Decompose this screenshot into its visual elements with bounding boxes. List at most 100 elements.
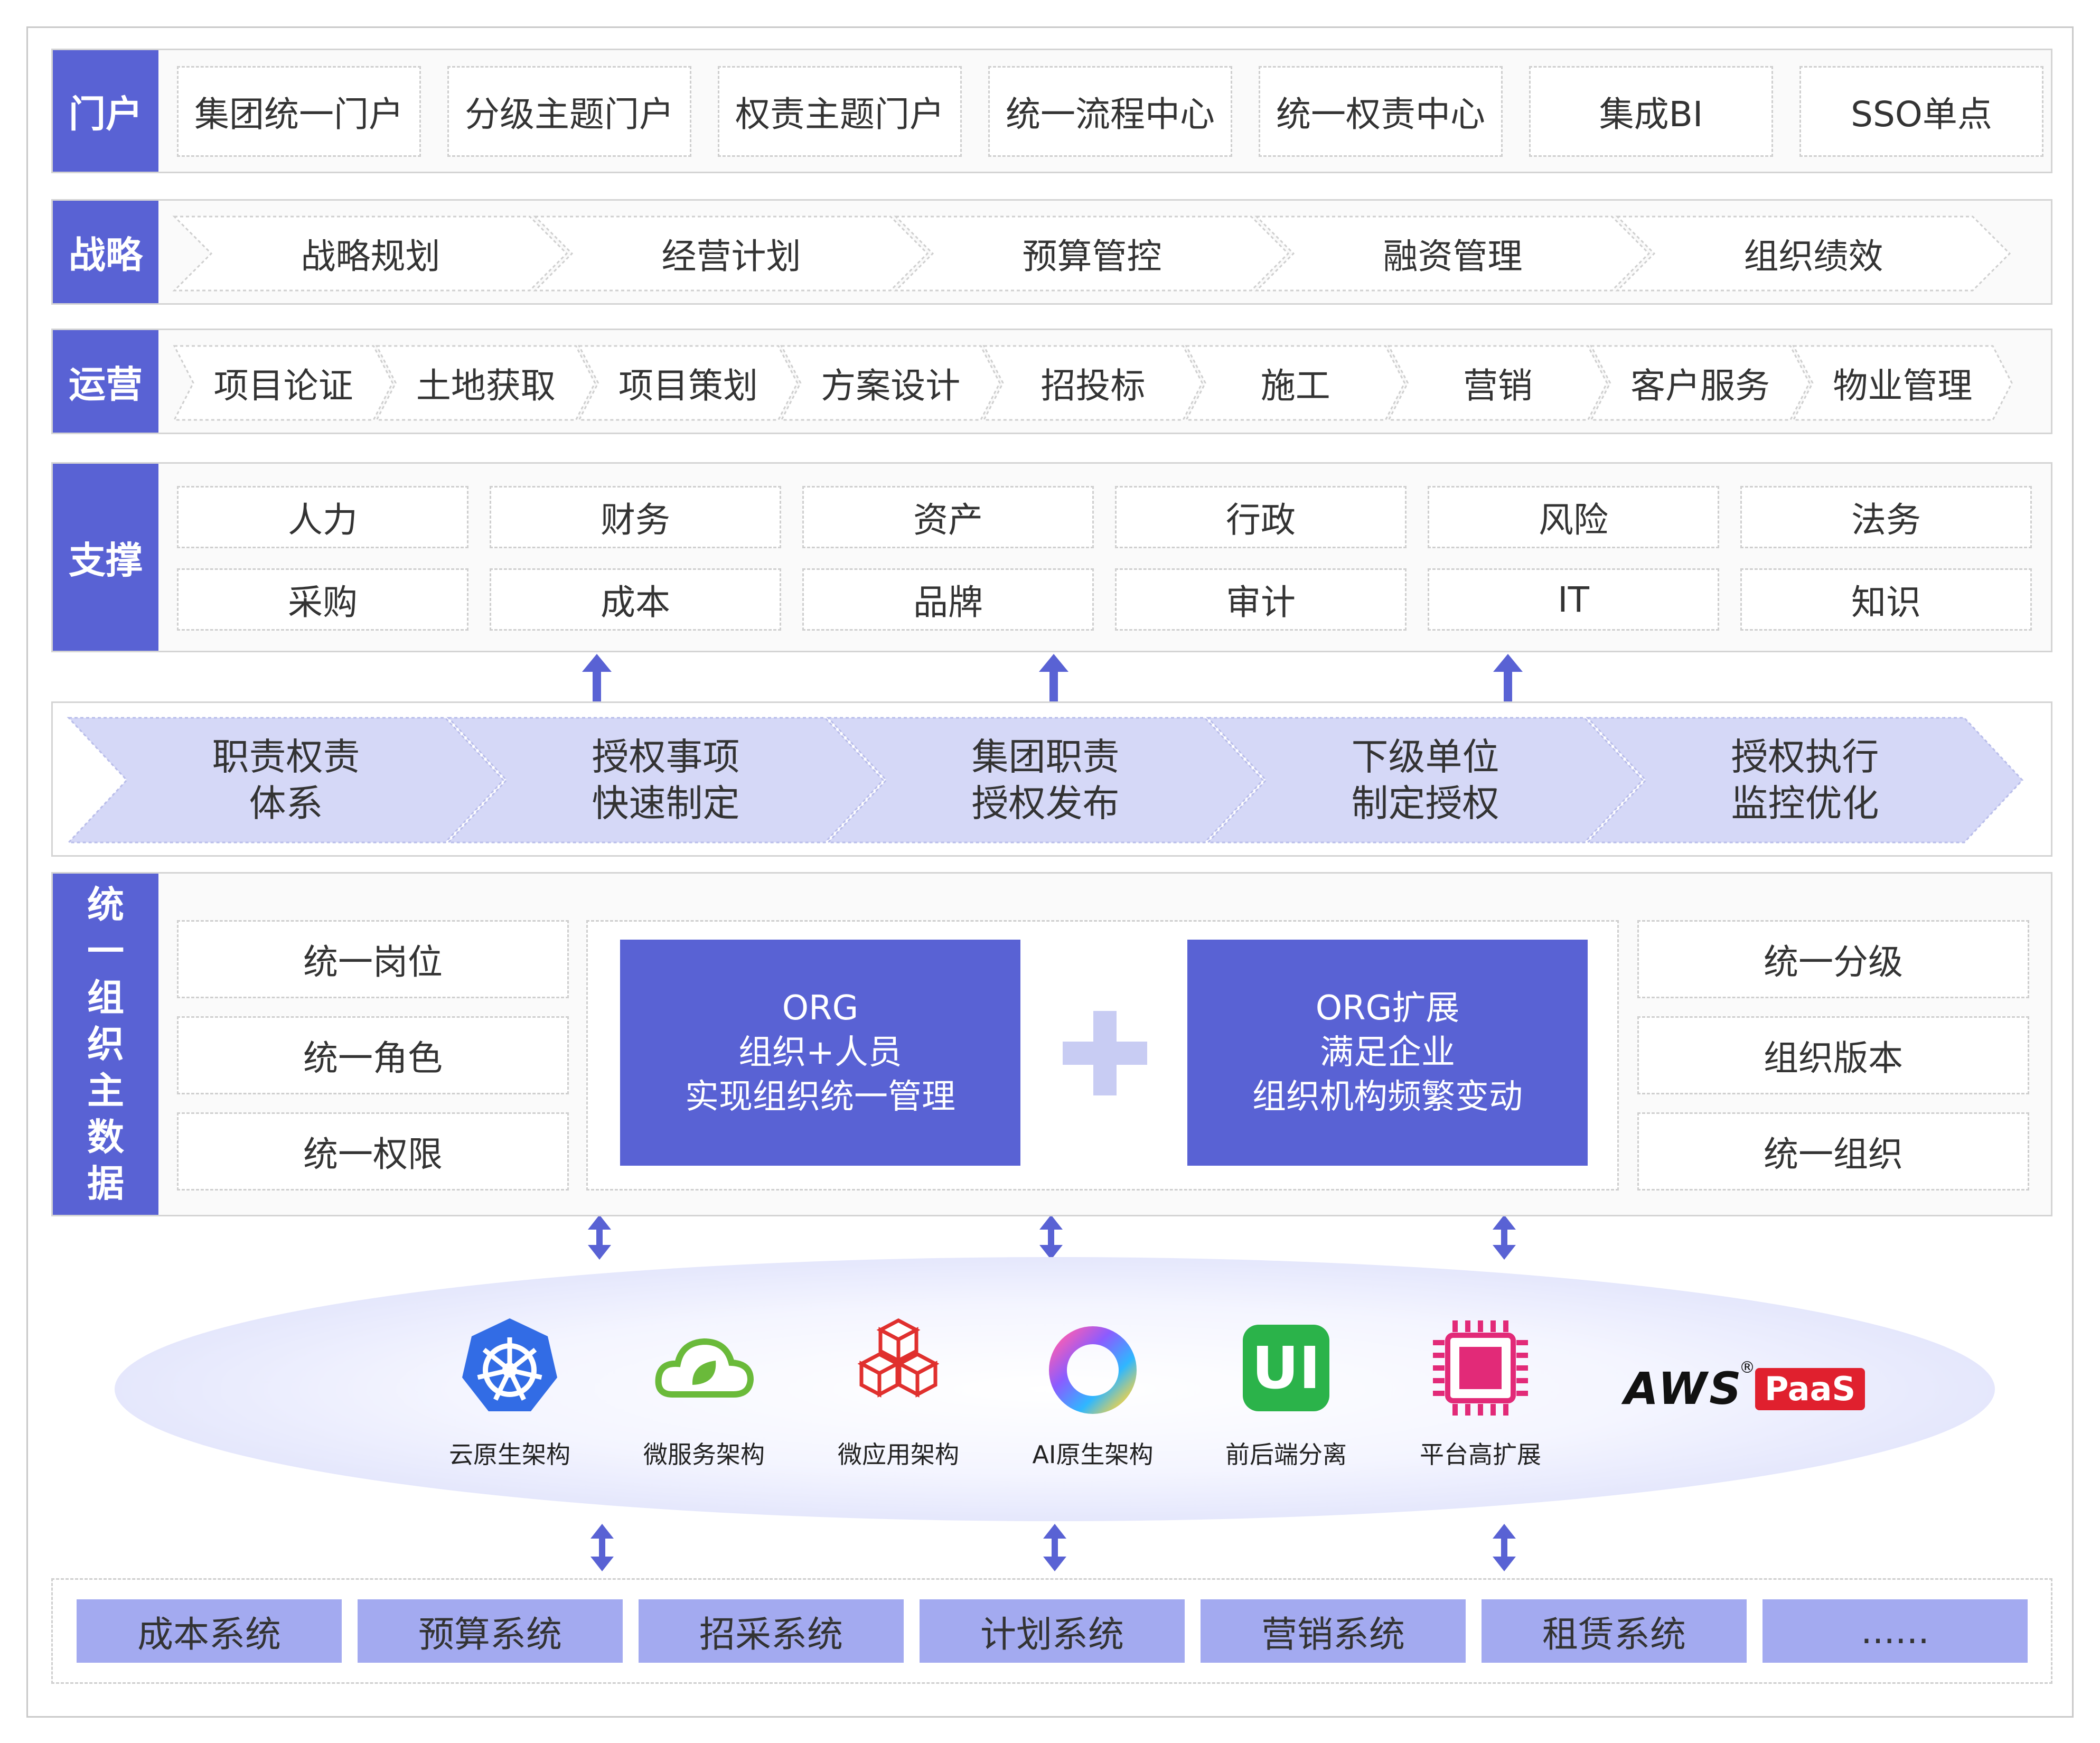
- org-box-line2: 组织+人员: [738, 1033, 902, 1072]
- strategy-item-chevron: [1254, 215, 1651, 292]
- bidirectional-arrow: [1039, 1215, 1063, 1260]
- system-item: 预算系统: [358, 1599, 623, 1663]
- flow-chevron: [1586, 717, 2024, 844]
- support-item: IT: [1428, 568, 1719, 631]
- flow-chevron: [826, 717, 1264, 844]
- operation-item-chevron: [375, 345, 596, 421]
- flow-step-line1: 集团职责: [971, 735, 1120, 779]
- strategy-item-chevron: [894, 215, 1290, 292]
- operation-item-chevron: [173, 345, 393, 421]
- mdm-label-char: 据: [87, 1162, 124, 1205]
- bidirectional-arrow: [1493, 1215, 1516, 1260]
- mdm-right-item: 统一组织: [1637, 1112, 2029, 1191]
- support-item: 行政: [1115, 486, 1407, 548]
- strategy-item-chevron: [533, 215, 929, 292]
- mdm-left-item: 统一权限: [177, 1112, 569, 1191]
- chip-icon: [1433, 1320, 1528, 1416]
- org-ext-box-line2: 满足企业: [1320, 1033, 1455, 1072]
- flow-step: 职责权责体系: [127, 718, 445, 842]
- org-ext-box: ORG扩展满足企业组织机构频繁变动: [1187, 940, 1588, 1166]
- tech-item: 微服务架构: [617, 1315, 791, 1470]
- operation-label: 运营: [53, 330, 158, 433]
- tech-item: 云原生架构: [423, 1315, 597, 1470]
- mdm-right-item: 统一分级: [1637, 920, 2029, 998]
- operation-item: 方案设计: [821, 366, 961, 406]
- flow-step-line2: 体系: [249, 782, 323, 825]
- strategy-item: 融资管理: [1383, 236, 1523, 277]
- support-item: 成本: [490, 568, 781, 631]
- tech-item: 平台高扩展: [1393, 1315, 1568, 1470]
- tech-label: 平台高扩展: [1420, 1440, 1541, 1469]
- flow-step: 下级单位制定授权: [1266, 718, 1585, 842]
- portal-item: 统一流程中心: [988, 66, 1232, 157]
- mdm-label-char: 数: [87, 1116, 124, 1159]
- operation-item: 施工: [1260, 366, 1330, 406]
- operation-item-chevron: [1387, 345, 1608, 421]
- operation-row: 运营 项目论证土地获取项目策划方案设计招投标施工营销客户服务物业管理: [51, 329, 2052, 434]
- flow-row: 职责权责体系授权事项快速制定集团职责授权发布下级单位制定授权授权执行监控优化: [51, 701, 2052, 857]
- flow-step-line2: 授权发布: [971, 782, 1120, 825]
- support-item: 财务: [490, 486, 781, 548]
- up-arrow: [1039, 654, 1068, 702]
- portal-item: 统一权责中心: [1259, 66, 1503, 157]
- operation-item: 客户服务: [1630, 366, 1770, 406]
- tech-label: 前后端分离: [1225, 1440, 1347, 1469]
- ai-ring-icon: [1049, 1326, 1137, 1414]
- cloud-leaf-icon: [655, 1338, 754, 1398]
- paas-badge: PaaS: [1755, 1368, 1865, 1410]
- ui-icon: UI: [1243, 1325, 1329, 1411]
- support-item: 品牌: [802, 568, 1094, 631]
- portal-item: 集团统一门户: [177, 66, 421, 157]
- tech-item: 微应用架构: [811, 1315, 986, 1470]
- bidirectional-arrow: [590, 1524, 614, 1571]
- mdm-label-char: 组: [87, 976, 124, 1019]
- strategy-item: 经营计划: [661, 236, 801, 277]
- system-item: 营销系统: [1201, 1599, 1466, 1663]
- system-item: 招采系统: [639, 1599, 904, 1663]
- bidirectional-arrow: [1043, 1524, 1066, 1571]
- tech-label: 微服务架构: [643, 1440, 765, 1469]
- tech-item: AI原生架构: [1006, 1315, 1180, 1470]
- tech-item: UI 前后端分离: [1199, 1315, 1373, 1470]
- aws-text: AWS: [1624, 1363, 1743, 1414]
- portal-item: SSO单点: [1799, 66, 2043, 157]
- bidirectional-arrow: [1493, 1524, 1516, 1571]
- org-ext-box-line3: 组织机构频繁变动: [1252, 1077, 1523, 1117]
- support-item: 资产: [802, 486, 1094, 548]
- operation-item: 物业管理: [1833, 366, 1973, 406]
- flow-step: 集团职责授权发布: [886, 718, 1205, 842]
- up-arrow: [582, 654, 612, 702]
- mdm-label-char: 织: [87, 1023, 124, 1066]
- strategy-label: 战略: [53, 201, 158, 303]
- flow-step: 授权事项快速制定: [507, 718, 825, 842]
- org-ext-box-line1: ORG扩展: [1315, 989, 1460, 1028]
- tech-label: AI原生架构: [1032, 1440, 1154, 1469]
- strategy-row: 战略 战略规划经营计划预算管控融资管理组织绩效: [51, 199, 2052, 305]
- tech-label: 云原生架构: [449, 1440, 570, 1469]
- portal-item: 权责主题门户: [718, 66, 962, 157]
- support-item: 审计: [1115, 568, 1407, 631]
- kubernetes-icon: [462, 1318, 557, 1411]
- support-item: 采购: [177, 568, 468, 631]
- flow-step: 授权执行监控优化: [1646, 718, 1964, 842]
- flow-step-line1: 授权事项: [592, 735, 740, 779]
- systems-row: 成本系统预算系统招采系统计划系统营销系统租赁系统......: [51, 1578, 2052, 1684]
- flow-step-line2: 制定授权: [1351, 782, 1499, 825]
- strategy-item: 预算管控: [1022, 236, 1162, 277]
- support-label: 支撑: [53, 464, 158, 651]
- portal-label: 门户: [53, 50, 158, 172]
- support-item: 人力: [177, 486, 468, 548]
- operation-item-chevron: [577, 345, 799, 421]
- bidirectional-arrow: [588, 1215, 611, 1260]
- support-item: 法务: [1740, 486, 2032, 548]
- operation-item: 营销: [1462, 366, 1533, 406]
- flow-chevron: [446, 717, 885, 844]
- registered-mark: ®: [1739, 1358, 1755, 1377]
- flow-step-line1: 授权执行: [1731, 735, 1879, 779]
- support-item: 知识: [1740, 568, 2032, 631]
